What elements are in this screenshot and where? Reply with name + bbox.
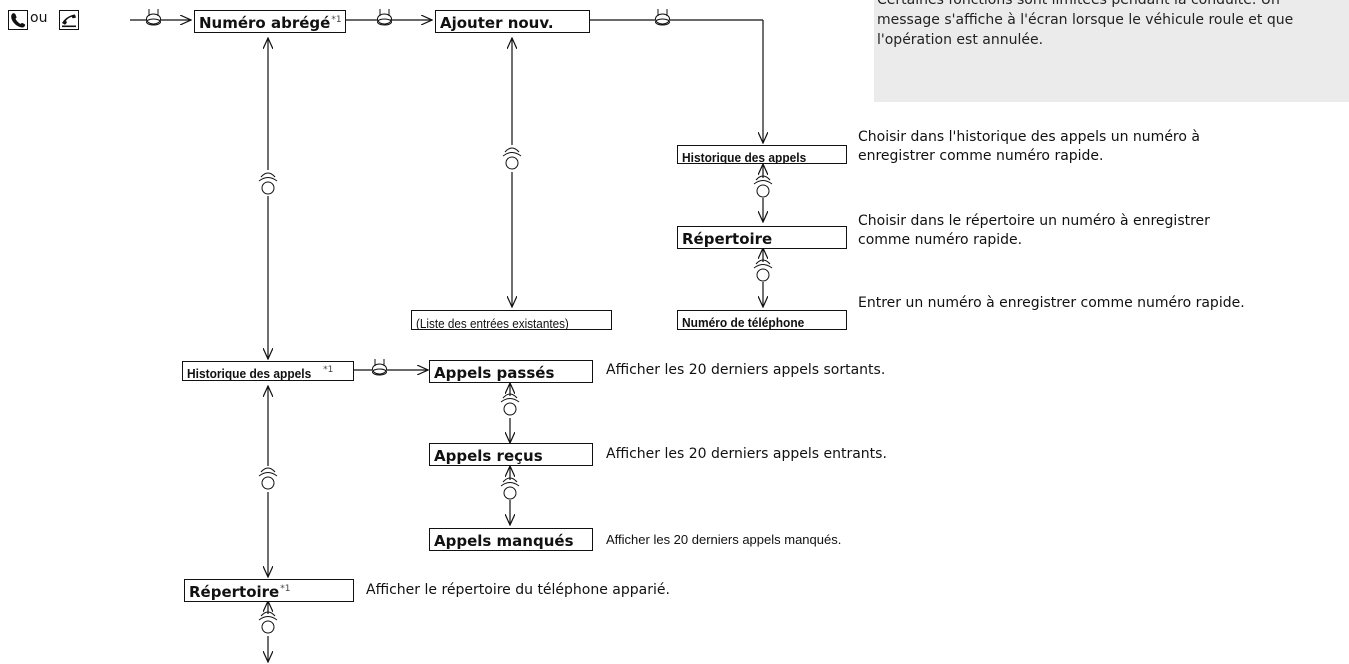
knob-rotate-icon — [502, 147, 522, 170]
pickup-button-icon — [59, 10, 79, 30]
knob-press-icon — [372, 359, 387, 376]
phonebook-box[interactable]: Répertoire*1 — [184, 579, 354, 602]
note-line-3: l'opération est annulée. — [877, 32, 1044, 48]
desc-line: comme numéro rapide. — [858, 232, 1023, 248]
existing-entries-box[interactable]: (Liste des entrées existantes) — [411, 310, 612, 330]
desc-line: Choisir dans l'historique des appels un … — [858, 129, 1200, 145]
knob-rotate-icon — [258, 611, 278, 634]
phone-number-source-desc: Entrer un numéro à enregistrer comme num… — [858, 295, 1245, 311]
call-history-source-box[interactable]: Historique des appels — [677, 145, 847, 164]
phonebook-desc: Afficher le répertoire du téléphone appa… — [366, 582, 670, 598]
missed-calls-desc: Afficher les 20 derniers appels manqués. — [606, 532, 842, 547]
phone-number-source-label: Numéro de téléphone — [682, 315, 805, 330]
knob-rotate-icon — [500, 477, 520, 500]
call-history-label: Historique des appels — [187, 366, 312, 381]
phonebook-source-label: Répertoire — [682, 230, 773, 248]
phone-number-source-box[interactable]: Numéro de téléphone — [677, 310, 847, 330]
driving-restriction-note: Certaines fonctions sont limitées pendan… — [874, 0, 1349, 102]
call-history-source-desc: Choisir dans l'historique des appels un … — [858, 128, 1200, 166]
speed-dial-box[interactable]: Numéro abrégé*1 — [194, 10, 346, 33]
missed-calls-box[interactable]: Appels manqués — [429, 528, 593, 551]
call-history-source-label: Historique des appels — [682, 150, 807, 164]
speed-dial-label: Numéro abrégé — [199, 14, 331, 32]
knob-press-icon — [146, 9, 161, 26]
add-new-label: Ajouter nouv. — [440, 14, 554, 32]
footnote-marker: *1 — [323, 365, 334, 375]
knob-rotate-icon — [500, 393, 520, 416]
received-calls-label: Appels reçus — [434, 447, 543, 465]
existing-entries-label: (Liste des entrées existantes) — [416, 316, 569, 330]
dialed-calls-box[interactable]: Appels passés — [429, 360, 593, 383]
dialed-calls-label: Appels passés — [434, 364, 555, 382]
dialed-calls-desc: Afficher les 20 derniers appels sortants… — [606, 362, 886, 378]
knob-rotate-icon — [753, 259, 773, 282]
desc-line: Choisir dans le répertoire un numéro à e… — [858, 213, 1210, 229]
add-new-box[interactable]: Ajouter nouv. — [435, 10, 590, 33]
phonebook-label: Répertoire — [189, 583, 280, 601]
missed-calls-label: Appels manqués — [434, 532, 574, 550]
knob-rotate-icon — [753, 175, 773, 198]
received-calls-desc: Afficher les 20 derniers appels entrants… — [606, 446, 887, 462]
received-calls-box[interactable]: Appels reçus — [429, 443, 593, 466]
knob-press-icon — [655, 9, 670, 26]
call-history-box[interactable]: Historique des appels *1 — [182, 361, 354, 381]
knob-rotate-icon — [258, 172, 278, 195]
connector-text: ou — [30, 10, 48, 26]
footnote-marker: *1 — [280, 584, 291, 594]
note-line-1: Certaines fonctions sont limitées pendan… — [877, 0, 1280, 8]
phonebook-source-box[interactable]: Répertoire — [677, 226, 847, 249]
phonebook-source-desc: Choisir dans le répertoire un numéro à e… — [858, 212, 1210, 250]
desc-line: enregistrer comme numéro rapide. — [858, 148, 1104, 164]
footnote-marker: *1 — [331, 15, 342, 25]
note-line-2: message s'affiche à l'écran lorsque le v… — [877, 12, 1294, 28]
knob-press-icon — [377, 9, 392, 26]
phone-button-icon — [8, 10, 28, 30]
knob-rotate-icon — [258, 467, 278, 490]
